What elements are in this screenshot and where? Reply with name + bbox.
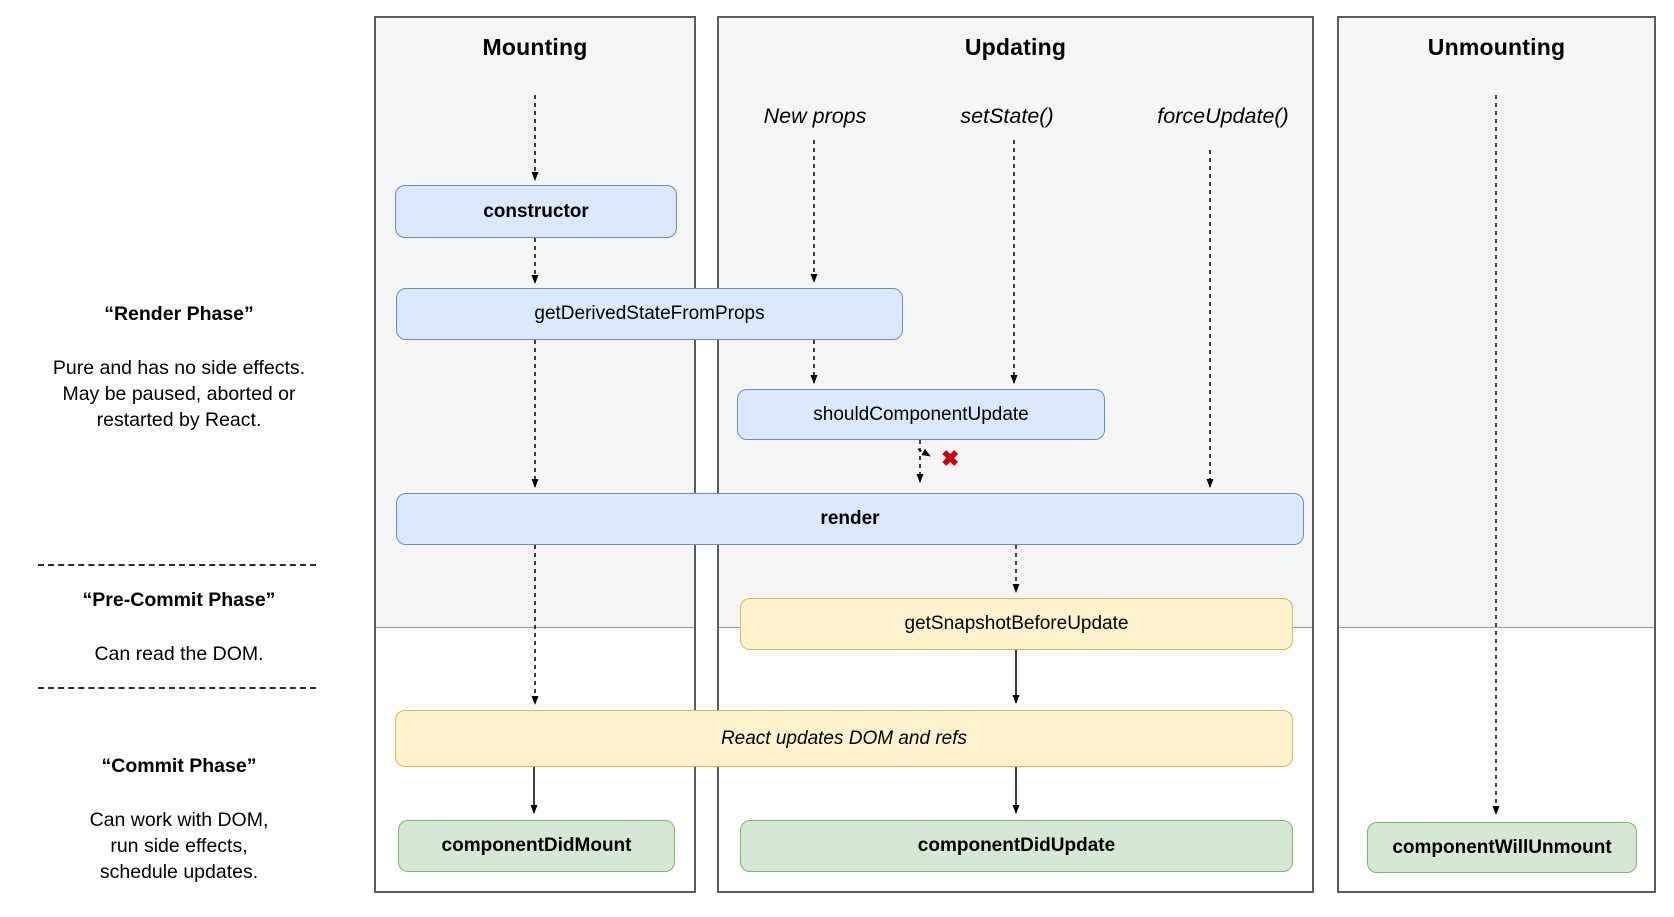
render-phase-title: “Render Phase” xyxy=(104,303,254,325)
render-phase-note: “Render Phase” Pure and has no side effe… xyxy=(18,301,340,433)
pre-commit-phase-line: Can read the DOM. xyxy=(94,643,264,665)
react-updates-dom-box: React updates DOM and refs xyxy=(395,710,1293,767)
mounting-panel-title: Mounting xyxy=(482,34,588,60)
componentdidmount-box: componentDidMount xyxy=(398,820,675,872)
render-phase-line: restarted by React. xyxy=(96,409,262,431)
getsnapshotbeforeupdate-box: getSnapshotBeforeUpdate xyxy=(740,598,1293,650)
skip-update-x-icon: ✖ xyxy=(941,446,960,471)
shouldcomponentupdate-box: shouldComponentUpdate xyxy=(737,389,1105,440)
new-props-label: New props xyxy=(763,104,867,128)
commit-phase-title: “Commit Phase” xyxy=(101,755,257,777)
componentdidupdate-box: componentDidUpdate xyxy=(740,820,1293,872)
getderivedstatefromprops-box: getDerivedStateFromProps xyxy=(396,288,903,340)
arrow-shouldupdate-false-branch xyxy=(917,448,931,457)
unmounting-panel-title: Unmounting xyxy=(1427,34,1566,60)
forceupdate-label: forceUpdate() xyxy=(1157,104,1289,128)
componentwillunmount-box: componentWillUnmount xyxy=(1367,822,1637,873)
render-phase-line: Pure and has no side effects. xyxy=(52,357,306,379)
commit-phase-line: Can work with DOM, xyxy=(89,809,269,831)
unmounting-panel: Unmounting xyxy=(1337,16,1656,893)
pre-commit-phase-note: “Pre-Commit Phase” Can read the DOM. xyxy=(18,587,340,667)
render-box: render xyxy=(396,493,1304,545)
commit-phase-note: “Commit Phase” Can work with DOM, run si… xyxy=(18,753,340,885)
updating-panel-title: Updating xyxy=(964,34,1067,60)
constructor-box: constructor xyxy=(395,185,677,238)
setstate-label: setState() xyxy=(960,104,1054,128)
render-phase-line: May be paused, aborted or xyxy=(62,383,296,405)
pre-commit-phase-title: “Pre-Commit Phase” xyxy=(82,589,276,611)
phase-separator xyxy=(38,564,316,566)
phase-separator xyxy=(38,687,316,689)
commit-phase-line: schedule updates. xyxy=(99,861,259,883)
commit-phase-line: run side effects, xyxy=(110,835,248,857)
